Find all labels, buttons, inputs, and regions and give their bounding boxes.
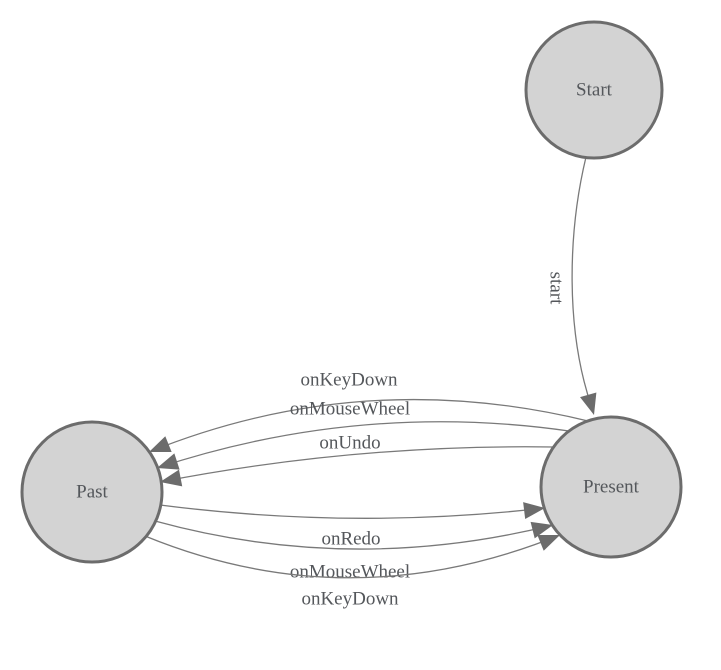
edge-label-onkeydown: onKeyDown — [300, 370, 398, 391]
state-circle-start[interactable] — [524, 20, 664, 160]
edge-label-onmousewheel-2: onMouseWheel — [290, 562, 410, 583]
edge-path-onmousewheel[interactable] — [156, 421, 570, 469]
edge-onmousewheel-present-to-past[interactable]: onMouseWheel — [154, 399, 570, 477]
edge-path-onkeydown[interactable] — [148, 398, 589, 453]
edge-path-onmousewheel-2[interactable] — [154, 520, 554, 550]
state-node-present[interactable]: Present — [539, 415, 683, 559]
state-label-start: Start — [576, 80, 613, 101]
edge-label-onundo: onUndo — [319, 433, 380, 454]
state-label-past: Past — [76, 482, 108, 503]
arrowhead — [523, 502, 545, 519]
arrowhead — [530, 521, 553, 539]
state-circle-present[interactable] — [539, 415, 683, 559]
edge-label-onkeydown-2: onKeyDown — [301, 589, 399, 610]
edge-onundo-present-to-past[interactable]: onUndo — [158, 433, 555, 491]
arrowhead — [149, 436, 172, 453]
edge-path-start[interactable] — [571, 156, 593, 409]
arrowhead — [160, 469, 183, 487]
edge-onkeydown-past-to-present[interactable]: onKeyDown — [144, 527, 563, 610]
edge-onredo-past-to-present[interactable]: onRedo — [159, 500, 546, 550]
edge-onkeydown-present-to-past[interactable]: onKeyDown — [146, 370, 589, 460]
state-circle-past[interactable] — [20, 420, 164, 564]
state-label-present: Present — [583, 477, 640, 498]
edge-onmousewheel-past-to-present[interactable]: onMouseWheel — [154, 517, 555, 583]
state-node-start[interactable]: Start — [524, 20, 664, 160]
state-node-past[interactable]: Past — [20, 420, 164, 564]
edge-label-onredo: onRedo — [321, 529, 380, 550]
edge-path-onkeydown-2[interactable] — [144, 534, 561, 579]
edge-path-onredo[interactable] — [159, 504, 546, 519]
edge-start[interactable]: start — [546, 156, 603, 417]
arrowhead — [157, 453, 180, 470]
arrowhead — [537, 534, 560, 551]
edge-path-onundo[interactable] — [159, 446, 555, 483]
edge-label-start: start — [546, 272, 567, 305]
arrowhead — [580, 392, 597, 415]
edge-label-onmousewheel: onMouseWheel — [290, 399, 410, 420]
